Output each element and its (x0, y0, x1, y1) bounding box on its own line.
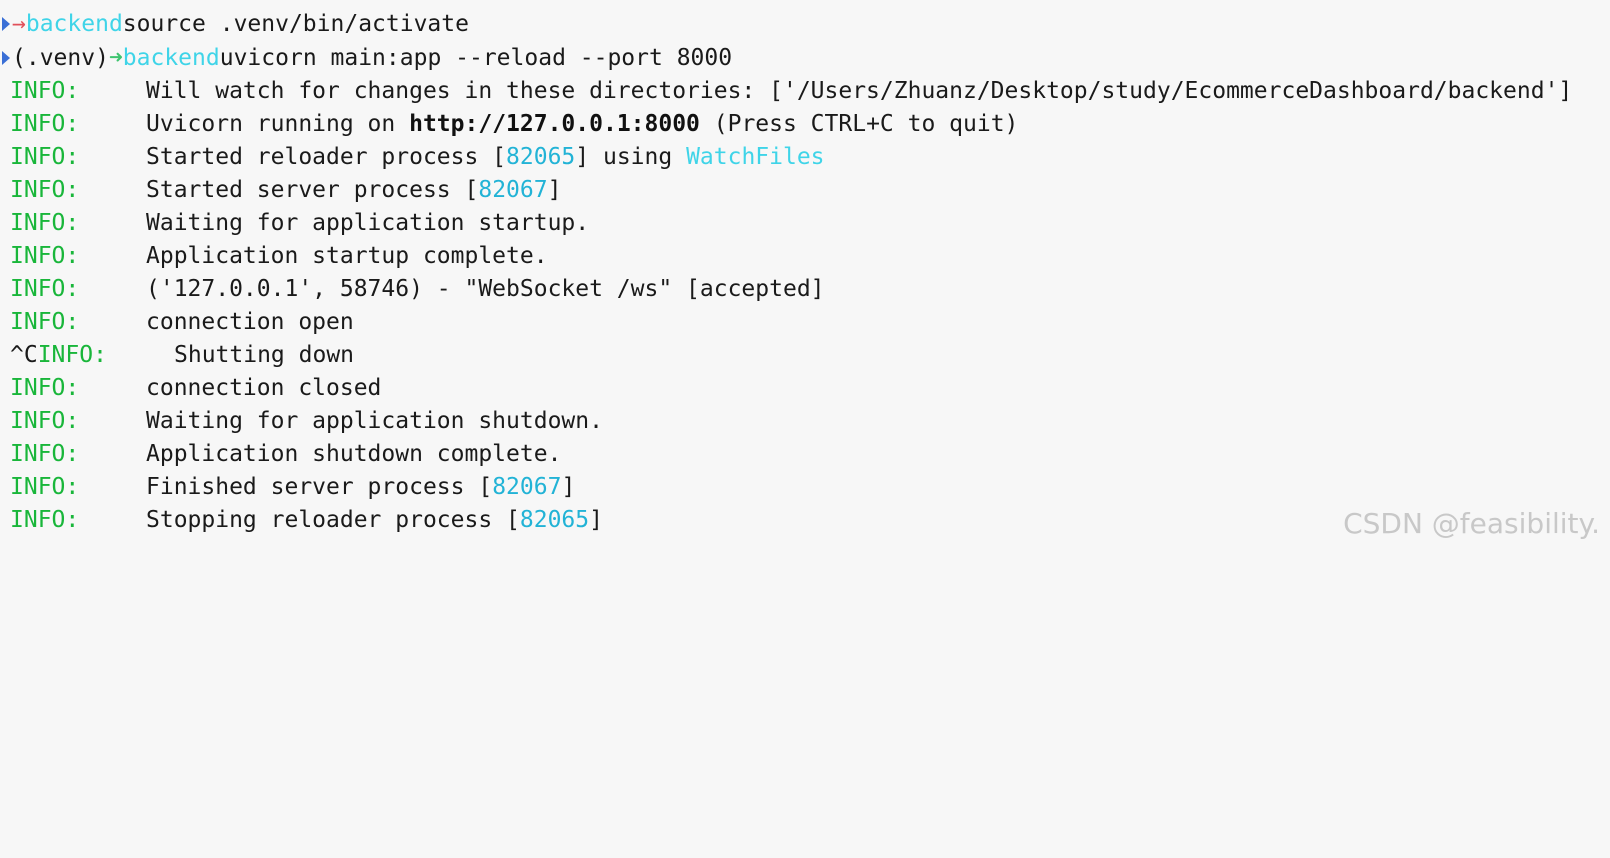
log-line: INFO: Started reloader process [82065] us… (0, 140, 825, 174)
log-level: INFO: (10, 408, 80, 434)
log-level: INFO: (10, 243, 80, 269)
log-message: Stopping reloader process [82065] (146, 503, 603, 537)
log-line: INFO: Finished server process [82067] (0, 470, 575, 504)
log-level: INFO: (10, 177, 80, 203)
log-message: Waiting for application startup. (146, 210, 590, 236)
log-level: INFO: (10, 276, 80, 302)
log-line: INFO: connection open (0, 305, 354, 339)
terminal-window[interactable]: → backend source .venv/bin/activate (.ve… (0, 0, 1610, 552)
log-message: Started server process [82067] (146, 173, 561, 207)
log-line: INFO: Will watch for changes in these dir… (0, 74, 1572, 108)
watch-tool: WatchFiles (686, 144, 825, 170)
prompt-directory: backend (122, 45, 220, 71)
log-message: Application startup complete. (146, 243, 548, 269)
prompt-command: source .venv/bin/activate (122, 11, 469, 37)
log-line: INFO: connection closed (0, 371, 381, 405)
log-line: INFO: Waiting for application shutdown. (0, 404, 603, 438)
log-message: Application shutdown complete. (146, 441, 562, 467)
log-text: ] (547, 177, 562, 203)
log-text: ] (589, 507, 603, 533)
log-text: Finished server process [ (146, 474, 493, 500)
log-level: INFO: (10, 507, 80, 533)
log-message: Will watch for changes in these director… (146, 78, 1573, 104)
log-level: INFO: (10, 78, 80, 104)
log-text: Uvicorn running on (146, 111, 410, 137)
prompt-marker-icon (2, 51, 10, 65)
log-level: INFO: (10, 111, 80, 137)
log-text: Stopping reloader process [ (146, 507, 520, 533)
log-level: INFO: (37, 342, 107, 368)
log-line: INFO: Stopping reloader process [82065] (0, 503, 603, 537)
log-message: connection open (146, 309, 354, 335)
log-line: INFO: Application startup complete. (0, 239, 548, 273)
log-text: ] (561, 474, 576, 500)
log-message: Waiting for application shutdown. (146, 408, 603, 434)
log-line: INFO: Waiting for application startup. (0, 206, 589, 240)
prompt-line-1: → backend source .venv/bin/activate (0, 7, 469, 41)
prompt-marker-icon (2, 17, 10, 31)
log-text: Started server process [ (146, 177, 479, 203)
log-line: INFO: Application shutdown complete. (0, 437, 561, 471)
process-id: 82065 (519, 507, 590, 533)
log-message: Finished server process [82067] (146, 470, 575, 504)
watermark: CSDN @feasibility. (1343, 507, 1600, 540)
process-id: 82067 (492, 474, 562, 500)
process-id: 82065 (506, 144, 576, 170)
prompt-arrow-icon: → (12, 11, 26, 37)
prompt-env: (.venv) (12, 45, 109, 71)
log-text: (Press CTRL+C to quit) (699, 111, 1019, 137)
interrupt-prefix: ^C (10, 342, 38, 368)
server-url[interactable]: http://127.0.0.1:8000 (409, 111, 700, 137)
log-level: INFO: (10, 144, 80, 170)
prompt-line-2: (.venv) ➜ backend uvicorn main:app --rel… (0, 41, 732, 75)
log-level: INFO: (10, 210, 80, 236)
log-message: Shutting down (174, 342, 355, 368)
log-line: INFO: Uvicorn running on http://127.0.0.1… (0, 107, 1018, 141)
log-line: INFO: ('127.0.0.1', 58746) - "WebSocket /… (0, 272, 825, 306)
log-text: ] using (575, 144, 687, 170)
log-level: INFO: (10, 309, 80, 335)
log-level: INFO: (10, 474, 80, 500)
process-id: 82067 (478, 177, 548, 203)
log-message: ('127.0.0.1', 58746) - "WebSocket /ws" [… (146, 276, 825, 302)
log-line: INFO: Started server process [82067] (0, 173, 561, 207)
log-level: INFO: (10, 441, 80, 467)
prompt-arrow-icon: ➜ (108, 45, 123, 71)
log-text: Started reloader process [ (146, 144, 507, 170)
log-message: Uvicorn running on http://127.0.0.1:8000… (146, 107, 1018, 141)
log-level: INFO: (10, 375, 80, 401)
log-message: Started reloader process [82065] using W… (146, 140, 825, 174)
prompt-directory: backend (25, 11, 123, 37)
log-message: connection closed (146, 375, 382, 401)
prompt-command: uvicorn main:app --reload --port 8000 (219, 45, 733, 71)
